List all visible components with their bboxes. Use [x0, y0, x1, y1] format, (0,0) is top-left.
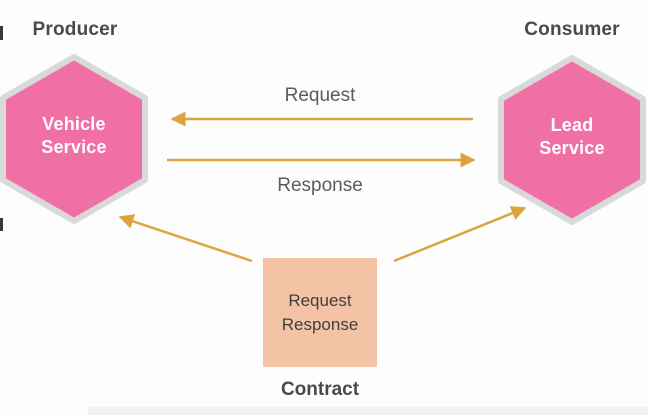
response-label: Response — [277, 175, 363, 196]
bottom-edge-band — [88, 407, 648, 415]
contract-box-line2: Response — [281, 314, 359, 334]
contract-caption: Contract — [280, 379, 360, 400]
vehicle-service-line2: Service — [41, 137, 107, 157]
contract-to-consumer-arrow — [393, 206, 527, 263]
vehicle-service-label: Vehicle Service — [4, 113, 144, 159]
lead-service-label: Lead Service — [502, 114, 642, 160]
contract-box: Request Response — [263, 258, 377, 367]
contract-to-producer-arrow — [118, 214, 253, 263]
consumer-heading: Consumer — [524, 19, 620, 40]
vehicle-service-line1: Vehicle — [42, 114, 106, 134]
lead-service-line2: Service — [539, 138, 605, 158]
vehicle-service-hexagon — [0, 54, 148, 224]
edge-artifact — [0, 26, 3, 40]
producer-heading: Producer — [32, 19, 118, 40]
contract-box-line1: Request — [288, 290, 352, 310]
request-label: Request — [284, 85, 356, 106]
lead-service-hexagon — [498, 55, 646, 225]
lead-service-line1: Lead — [550, 115, 594, 135]
edge-artifact — [0, 218, 3, 231]
